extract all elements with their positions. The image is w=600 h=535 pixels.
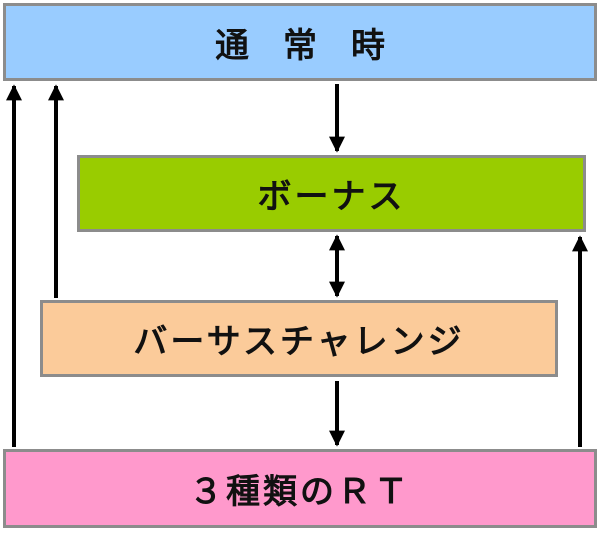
node-bonus-label: ボーナス — [257, 177, 406, 217]
node-versus-challenge-label: バーサスチャレンジ — [133, 322, 465, 362]
node-bonus: ボーナス — [77, 155, 586, 232]
node-normal-label: 通常時 — [215, 25, 419, 66]
node-normal: 通常時 — [3, 3, 597, 81]
node-rt-label: ３種類のＲＴ — [189, 472, 411, 512]
node-versus-challenge: バーサスチャレンジ — [40, 300, 558, 377]
node-rt: ３種類のＲＴ — [3, 449, 597, 528]
